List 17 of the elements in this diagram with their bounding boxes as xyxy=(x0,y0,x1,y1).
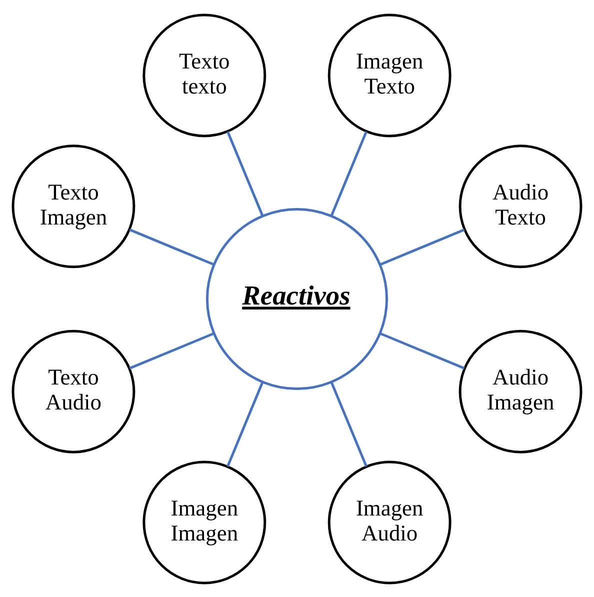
node-circle: Texto Imagen xyxy=(12,144,136,268)
node-circle: Reactivos xyxy=(206,207,388,390)
connector xyxy=(380,332,465,369)
connector xyxy=(129,228,214,266)
connector xyxy=(330,381,368,466)
node-circle: Imagen Texto xyxy=(328,13,452,137)
node-circle: Imagen Imagen xyxy=(142,460,266,584)
node-circle: Texto Audio xyxy=(12,329,136,453)
node-circle: Audio Texto xyxy=(458,144,582,268)
node-circle: Audio Imagen xyxy=(458,329,582,453)
connector xyxy=(380,228,465,266)
connector xyxy=(226,130,264,216)
connector xyxy=(129,332,214,369)
node-circle: Imagen Audio xyxy=(328,460,452,584)
connector xyxy=(330,130,368,216)
connector xyxy=(226,381,264,466)
node-circle: Texto texto xyxy=(142,13,266,137)
